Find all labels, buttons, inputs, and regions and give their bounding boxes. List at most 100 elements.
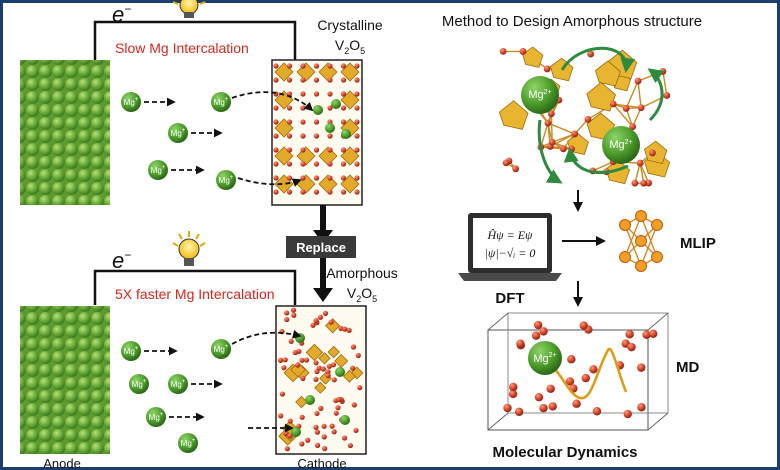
mg-ion: Mg+ [148,160,205,180]
oxygen-atom [531,331,541,340]
oxygen-atom [300,161,306,167]
oxygen-atom [572,399,581,408]
mg-ion [341,129,351,139]
oxygen-atom [300,189,306,195]
mg-ion [313,105,323,115]
oxygen-atom [519,48,527,55]
oxygen-atom [587,50,595,58]
dft-label: DFT [495,290,524,307]
oxygen-atom [300,77,306,83]
oxygen-atom [329,423,335,429]
oxygen-atom [322,310,329,316]
oxygen-atom [288,338,294,344]
oxygen-atom [637,363,646,372]
oxygen-atom [326,363,333,369]
oxygen-atom [340,161,347,167]
mg-ion-label: Mg2+ [528,89,551,101]
oxygen-atom [295,362,301,368]
oxygen-atom [333,410,339,416]
crystalline-lattice [273,62,360,195]
oxygen-atom [286,175,293,181]
oxygen-atom [286,63,293,69]
oxygen-atom [350,344,357,350]
oxygen-atom [354,63,360,69]
oxygen-atom [514,407,524,417]
mg-ion-label: Mg+ [124,97,139,107]
top-electron-label: e− [112,2,131,27]
bond [550,113,553,143]
oxygen-atom [327,175,333,181]
oxygen-atom [313,317,319,324]
bottom-anode [20,306,110,454]
oxygen-atom [354,189,360,195]
mg-ion-label: Mg+ [181,438,196,448]
diffusion-arrow [647,68,665,122]
oxygen-atom [543,65,551,73]
svg-text:Mg2+: Mg2+ [533,352,556,365]
oxygen-atom [313,360,319,366]
mg-ion-label: Mg+ [214,97,229,107]
oxygen-atom [539,327,548,336]
oxygen-atom [340,105,347,111]
oxygen-atom [622,105,630,112]
oxygen-atom [625,330,634,339]
oxygen-atom [346,327,352,333]
mg-ion: Mg+ [211,92,231,112]
oxygen-atom [354,161,360,167]
oxygen-atom [336,396,342,403]
oxygen-atom [286,77,293,83]
oxygen-atom [300,133,306,139]
oxygen-atom [273,105,279,111]
mg-ion: Mg2+ [521,76,559,114]
oxygen-atom [351,402,357,408]
nn-edge [640,224,658,267]
bottom-panel: e− 5X faster Mg Intercalation Amorphous … [20,231,398,470]
oxygen-atom [291,312,297,318]
bottom-electron-label: e− [112,248,131,273]
amorphous-structure [277,307,364,452]
oxygen-atom [322,445,328,452]
oxygen-atom [273,119,279,125]
oxygen-atom [609,100,617,108]
nn-edge [624,224,642,267]
mg-ion [335,367,345,377]
oxygen-atom [340,175,347,181]
oxygen-atom [342,326,348,332]
vanadium-polyhedron [327,345,340,359]
oxygen-atom [354,133,360,139]
oxygen-atom [350,365,356,371]
vanadium-polyhedron [314,381,327,394]
oxygen-atom [559,145,567,153]
oxygen-atom [353,427,359,434]
cathode-label: Cathode [297,456,346,470]
oxygen-atom [327,189,333,195]
mg-ion-label: Mg+ [171,128,186,138]
oxygen-atom [316,365,322,371]
oxygen-atom [623,409,632,419]
oxygen-atom [273,175,279,181]
vanadium-polyhedron [605,159,630,185]
bond [639,162,645,184]
md-simulation-box [487,312,669,431]
anode-label: Anode [43,456,81,470]
oxygen-atom [642,330,651,339]
oxygen-atom [325,369,331,375]
oxygen-atom [627,342,636,352]
top-ions: Mg+Mg+Mg+Mg+Mg+ [121,91,314,190]
oxygen-atom [300,63,306,69]
oxygen-atom [634,77,642,85]
oxygen-atom [539,403,548,413]
mg-ion: Mg+ [178,433,198,453]
oxygen-atom [321,423,327,429]
oxygen-atom [286,119,293,125]
nn-node [651,219,663,231]
oxygen-atom [284,446,290,452]
oxygen-atom [640,179,648,187]
dashed-arrow [237,177,302,187]
vanadium-polyhedron [290,361,306,378]
bond [592,161,614,172]
oxygen-atom [327,105,333,111]
oxygen-atom [318,405,324,411]
vanadium-polyhedron [305,343,324,362]
